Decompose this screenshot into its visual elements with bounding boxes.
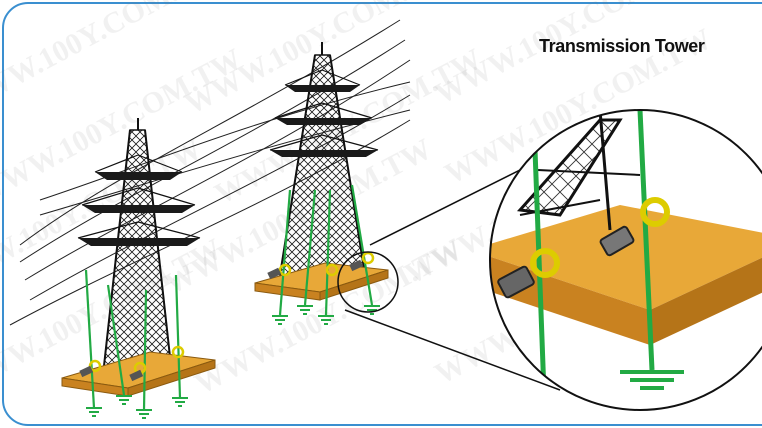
left-foundation bbox=[61, 351, 216, 397]
right-foundation bbox=[254, 262, 389, 301]
left-tower bbox=[77, 118, 201, 376]
diagram-title: Transmission Tower bbox=[539, 36, 705, 56]
magnified-detail bbox=[490, 110, 762, 410]
wire-clamp-icon bbox=[79, 251, 375, 382]
magnifier-lines bbox=[344, 159, 561, 391]
zoom-source-circle bbox=[337, 251, 399, 313]
ground-wires bbox=[84, 184, 374, 411]
magnifier-circle bbox=[489, 109, 762, 411]
power-lines bbox=[9, 19, 411, 326]
ground-symbol-icon bbox=[86, 305, 380, 419]
